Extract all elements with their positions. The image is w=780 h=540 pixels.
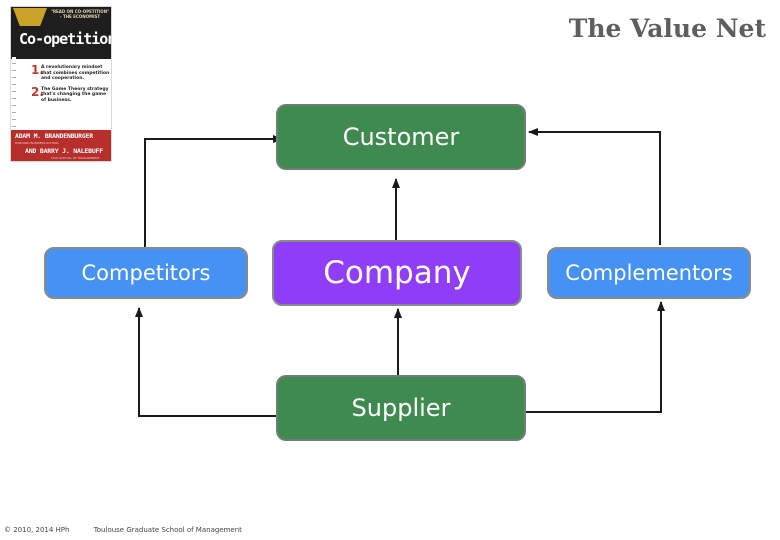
book-author-2: AND BARRY J. NALEBUFF xyxy=(25,147,103,155)
slide-footer: © 2010, 2014 HPh Toulouse Graduate Schoo… xyxy=(4,526,264,534)
book-cover-quote: "READ ON CO-OPETITION" - THE ECONOMIST xyxy=(49,9,111,19)
footer-institution: Toulouse Graduate School of Management xyxy=(93,526,242,534)
book-point-number: 2. xyxy=(31,84,44,99)
node-supplier: Supplier xyxy=(276,375,526,441)
book-point-number: 1. xyxy=(31,63,44,77)
arrow-supplier-to-complementors xyxy=(526,301,665,413)
arrow-complementors-to-customer xyxy=(528,128,661,245)
book-point-text: The Game Theory strategy that's changing… xyxy=(41,86,109,103)
book-point-1: 1. A revolutionary mindset that combines… xyxy=(31,63,111,82)
book-quote-line-2: - THE ECONOMIST xyxy=(59,14,101,19)
book-spine-marks xyxy=(12,57,16,132)
book-author-1: ADAM M. BRANDENBURGER xyxy=(15,132,93,140)
book-cover-badge xyxy=(13,8,47,26)
book-author-2-affiliation: YALE SCHOOL OF MANAGEMENT xyxy=(51,156,100,160)
book-point-2: 2. The Game Theory strategy that's chang… xyxy=(31,84,111,104)
slide-title: The Value Net xyxy=(568,14,766,43)
book-cover-image: "READ ON CO-OPETITION" - THE ECONOMIST C… xyxy=(10,6,112,162)
node-company: Company xyxy=(272,240,522,306)
book-points: 1. A revolutionary mindset that combines… xyxy=(31,63,111,108)
footer-copyright: © 2010, 2014 HPh xyxy=(4,526,70,534)
arrow-supplier-to-competitors xyxy=(135,307,276,417)
node-complementors: Complementors xyxy=(547,247,751,299)
arrow-competitors-to-customer xyxy=(144,135,283,247)
book-cover-footer xyxy=(11,130,111,161)
book-title: Co-opetition xyxy=(19,30,112,48)
book-author-1-affiliation: HARVARD BUSINESS SCHOOL xyxy=(15,141,60,145)
book-quote-line-1: "READ ON CO-OPETITION" xyxy=(50,9,110,14)
node-competitors: Competitors xyxy=(44,247,248,299)
node-customer: Customer xyxy=(276,104,526,170)
book-point-text: A revolutionary mindset that combines co… xyxy=(41,65,110,81)
